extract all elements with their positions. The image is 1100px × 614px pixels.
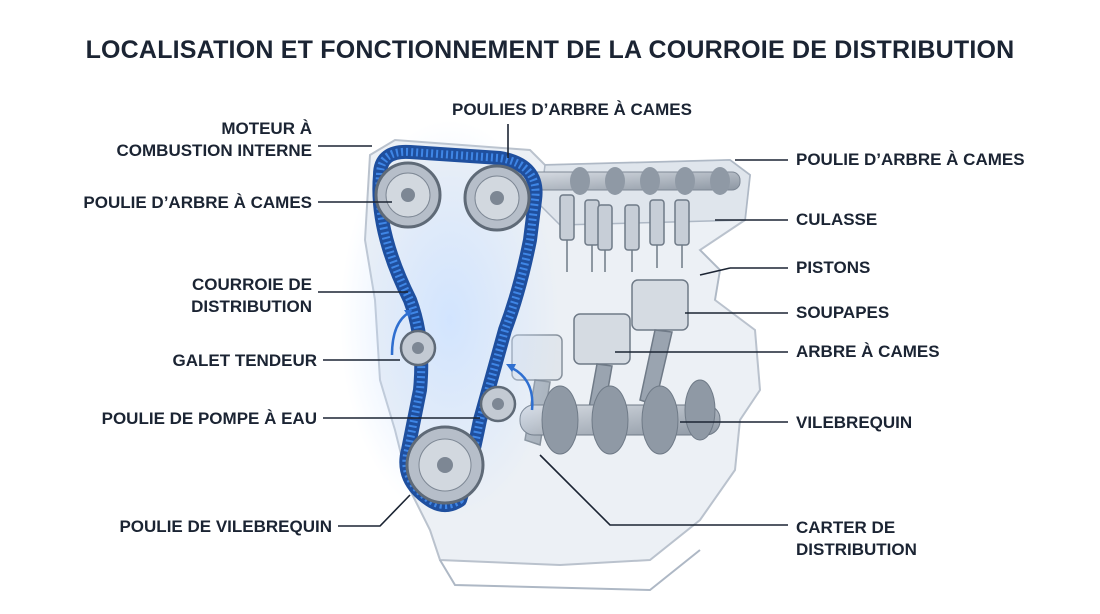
label-culasse: CULASSE [796, 210, 878, 229]
crankshaft [519, 379, 721, 455]
label-carter-line2: DISTRIBUTION [796, 540, 917, 559]
label-carter: CARTER DE DISTRIBUTION [796, 517, 917, 561]
label-galet-tendeur: GALET TENDEUR [172, 351, 318, 370]
label-courroie-line1: COURROIE DE [192, 275, 312, 294]
label-moteur-line1: MOTEUR À [221, 119, 312, 138]
label-moteur-line2: COMBUSTION INTERNE [116, 141, 313, 160]
label-vilebrequin: VILEBREQUIN [796, 413, 913, 432]
label-pistons: PISTONS [796, 258, 871, 277]
label-poulies-arbre-top: POULIES D’ARBRE À CAMES [452, 100, 692, 119]
label-poulie-arbre-left: POULIE D’ARBRE À CAMES [83, 193, 312, 212]
crankshaft-pulley [405, 425, 485, 505]
label-carter-line1: CARTER DE [796, 518, 896, 537]
label-courroie: COURROIE DE DISTRIBUTION [191, 274, 312, 318]
label-arbre-cames: ARBRE À CAMES [796, 342, 940, 361]
camshaft-pulley-left [374, 161, 442, 229]
leader-lines [318, 124, 788, 527]
label-poulie-arbre-right: POULIE D’ARBRE À CAMES [796, 150, 1025, 169]
label-poulie-vilebrequin: POULIE DE VILEBREQUIN [119, 517, 332, 536]
tensioner-pulley [390, 310, 437, 367]
label-soupapes: SOUPAPES [796, 303, 890, 322]
label-courroie-line2: DISTRIBUTION [191, 297, 312, 316]
camshaft-pulley-right [463, 164, 531, 232]
water-pump-pulley [479, 364, 534, 423]
label-poulie-pompe: POULIE DE POMPE À EAU [101, 409, 317, 428]
label-moteur: MOTEUR À COMBUSTION INTERNE [117, 118, 313, 162]
camshaft [519, 167, 741, 195]
valves [559, 194, 690, 272]
diagram-title: LOCALISATION ET FONCTIONNEMENT DE LA COU… [85, 36, 1015, 64]
